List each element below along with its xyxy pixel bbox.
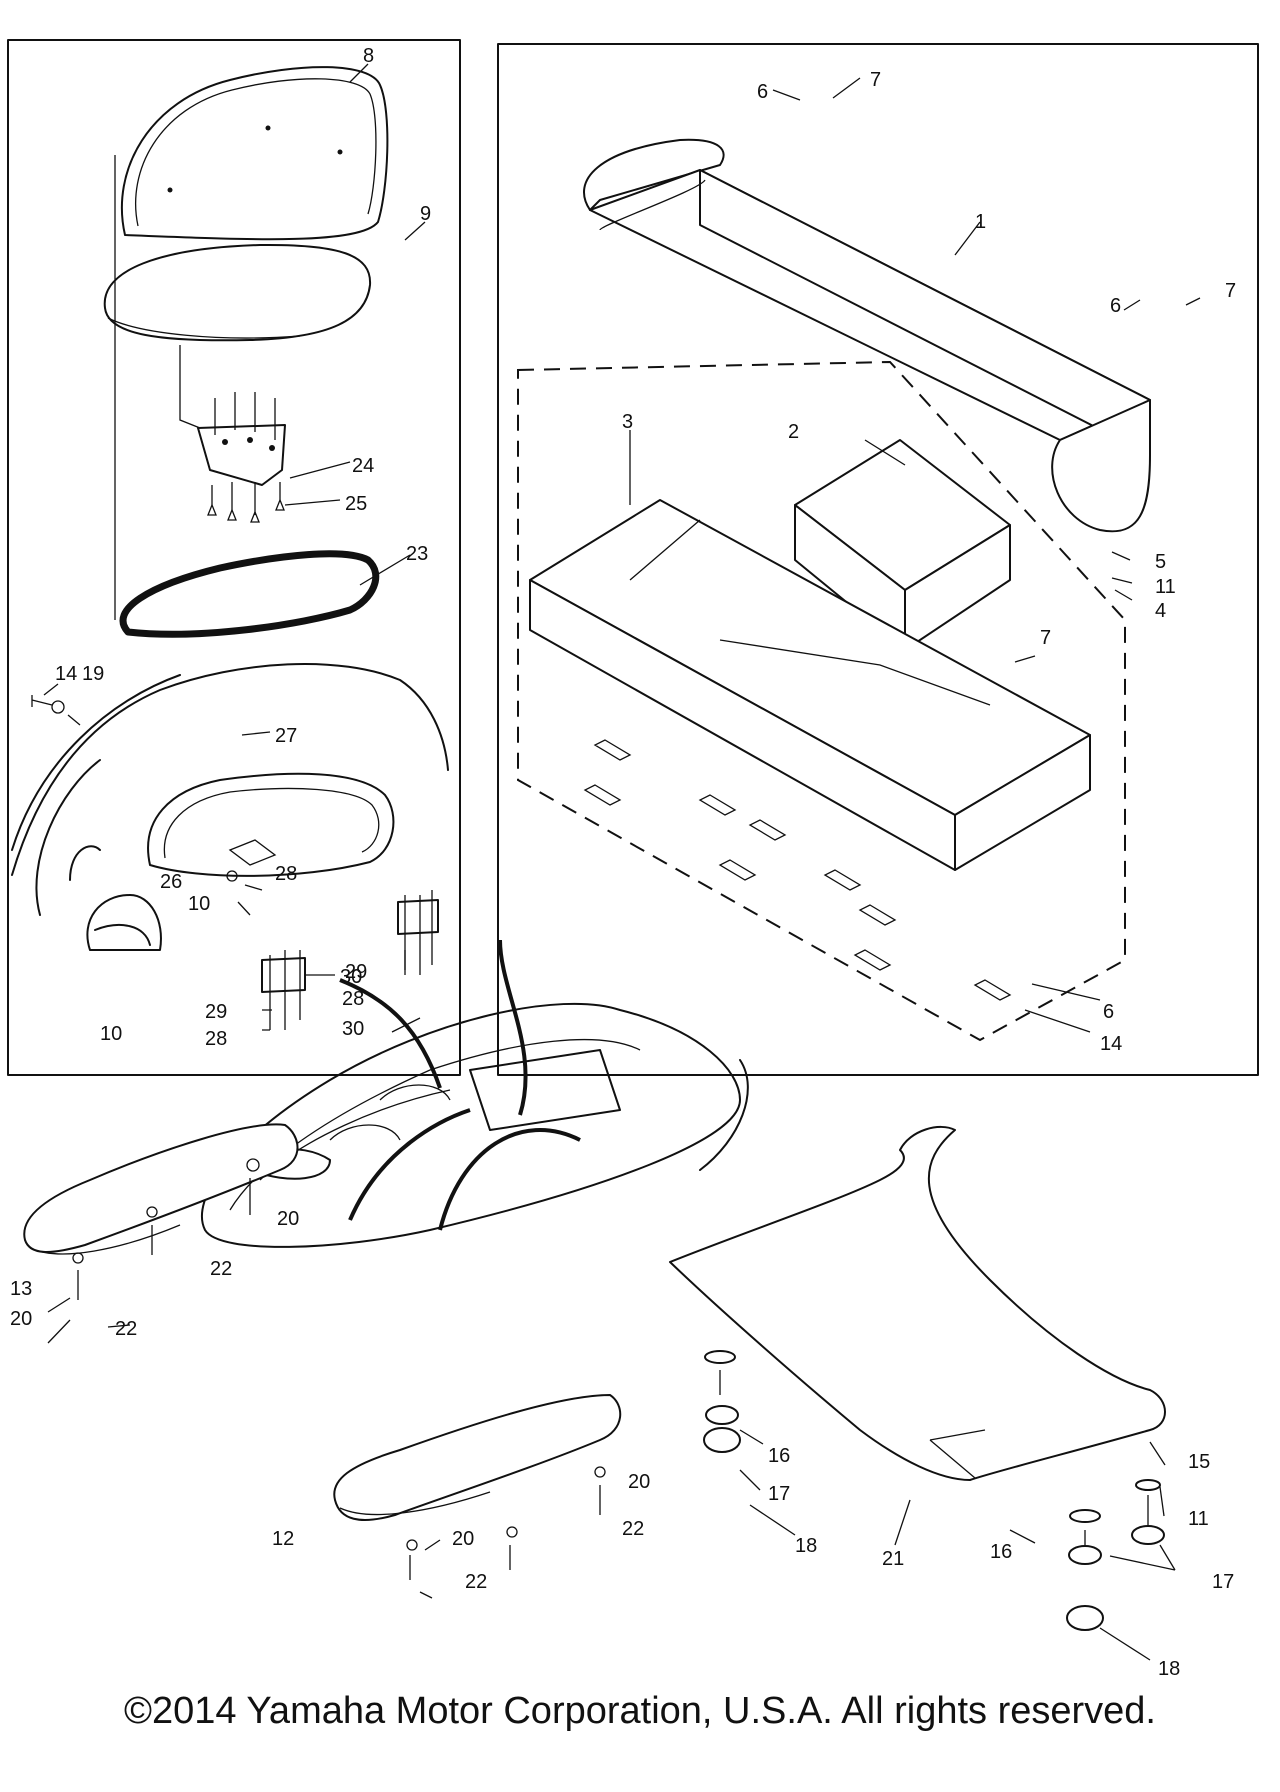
label-10: 10	[100, 1023, 122, 1045]
label-12: 12	[272, 1528, 294, 1550]
label-6-low: 6	[1103, 1001, 1114, 1023]
seat-cushion-part	[103, 243, 372, 342]
seat-back-part	[583, 138, 1151, 533]
label-3: 3	[622, 411, 633, 433]
label-19: 19	[82, 663, 104, 685]
label-20-b: 20	[10, 1308, 32, 1330]
label-26: 26	[160, 871, 182, 893]
label-29-left: 29	[205, 1001, 227, 1023]
label-28-top: 28	[275, 863, 297, 885]
label-17-a: 17	[768, 1483, 790, 1505]
seat-bracket-part	[197, 392, 286, 515]
label-18-b: 18	[1158, 1658, 1180, 1680]
gasket-ring-part	[119, 550, 380, 638]
label-16-b: 16	[990, 1541, 1012, 1563]
label-22-c: 22	[622, 1518, 644, 1540]
screws-20-22	[72, 1158, 606, 1580]
label-13: 13	[10, 1278, 32, 1300]
label-14-right: 14	[1100, 1033, 1122, 1055]
label-2: 2	[788, 421, 799, 443]
label-20-d: 20	[452, 1528, 474, 1550]
label-7-top: 7	[870, 69, 881, 91]
label-30-bottom: 30	[342, 1018, 364, 1040]
label-7-mid: 7	[1225, 280, 1236, 302]
label-29-right: 29	[345, 961, 367, 983]
label-20-a: 20	[277, 1208, 299, 1230]
label-25: 25	[345, 493, 367, 515]
label-22-d: 22	[465, 1571, 487, 1593]
grommets-16-17-18	[703, 1350, 1165, 1631]
label-22-b: 22	[115, 1318, 137, 1340]
seat-base-part	[529, 499, 1091, 871]
armrest-pad-13	[23, 1123, 299, 1255]
label-24: 24	[352, 455, 374, 477]
label-23: 23	[406, 543, 428, 565]
label-15: 15	[1188, 1451, 1210, 1473]
label-1: 1	[975, 211, 986, 233]
label-28-right: 28	[342, 988, 364, 1010]
label-18-a: 18	[795, 1535, 817, 1557]
screws-25	[207, 498, 285, 523]
armrest-pad-12	[333, 1394, 622, 1521]
label-17-b: 17	[1212, 1571, 1234, 1593]
hull-cockpit-part	[11, 662, 449, 951]
label-5: 5	[1155, 551, 1166, 573]
hinges-30	[261, 890, 439, 1030]
label-20-c: 20	[628, 1471, 650, 1493]
right-panel-frame	[497, 43, 1259, 1076]
label-10-small: 10	[188, 893, 210, 915]
label-16-a: 16	[768, 1445, 790, 1467]
backrest-part	[120, 66, 389, 241]
leader-lines	[43, 63, 1201, 1661]
engine-cover-15	[669, 1125, 1166, 1481]
label-21: 21	[882, 1548, 904, 1570]
label-30-top: 30	[340, 966, 362, 988]
label-11-top: 11	[1155, 576, 1176, 598]
label-6-mid: 6	[1110, 295, 1121, 317]
bolts-14-19	[31, 695, 65, 714]
label-11-bottom: 11	[1188, 1508, 1209, 1530]
label-7-low: 7	[1040, 627, 1051, 649]
label-22-a: 22	[210, 1258, 232, 1280]
copyright-notice: ©2014 Yamaha Motor Corporation, U.S.A. A…	[124, 1690, 1156, 1732]
label-6-top: 6	[757, 81, 768, 103]
label-9: 9	[420, 203, 431, 225]
label-28-left: 28	[205, 1028, 227, 1050]
label-27: 27	[275, 725, 297, 747]
label-4: 4	[1155, 600, 1166, 622]
left-panel-frame	[7, 39, 461, 1076]
label-8: 8	[363, 45, 374, 67]
label-14-left: 14	[55, 663, 77, 685]
clips-6	[583, 739, 1012, 1001]
